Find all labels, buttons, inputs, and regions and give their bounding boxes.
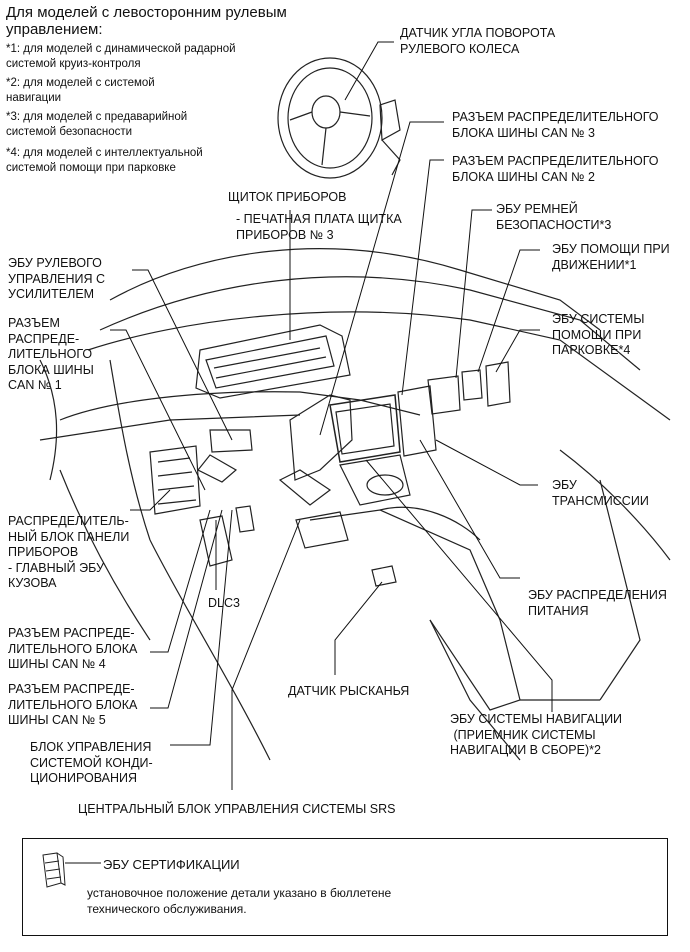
leader-can-jb1 xyxy=(110,329,206,491)
leader-ac xyxy=(170,509,233,746)
diagram-header-title: Для моделей с левосторонним рулевым упра… xyxy=(6,4,287,38)
leader-can-jb5 xyxy=(150,509,223,709)
leader-yaw xyxy=(334,581,383,675)
certification-ecu-note: установочное положение детали указано в … xyxy=(87,886,392,916)
footnote-4: *4: для моделей с интеллектуальной систе… xyxy=(6,147,203,174)
leader-transmission xyxy=(435,439,538,486)
label-parking-assist-ecu: ЭБУ СИСТЕМЫ ПОМОЩИ ПРИ ПАРКОВКЕ*4 xyxy=(552,312,645,357)
leader-can-jb3 xyxy=(319,121,444,436)
label-can-junction-4: РАЗЪЕМ РАСПРЕДЕ- ЛИТЕЛЬНОГО БЛОКА ШИНЫ C… xyxy=(8,626,138,671)
label-instrument-panel-jb: РАСПРЕДЕЛИТЕЛЬ- НЫЙ БЛОК ПАНЕЛИ ПРИБОРОВ… xyxy=(8,514,130,590)
label-dlc3: DLC3 xyxy=(208,596,240,610)
footnote-2: *2: для моделей с системой навигации xyxy=(6,77,155,104)
leader-seatbelt xyxy=(455,209,492,379)
label-can-junction-5: РАЗЪЕМ РАСПРЕДЕ- ЛИТЕЛЬНОГО БЛОКА ШИНЫ C… xyxy=(8,682,138,727)
label-navigation-ecu: ЭБУ СИСТЕМЫ НАВИГАЦИИ (ПРИЕМНИК СИСТЕМЫ … xyxy=(450,712,623,757)
label-seatbelt-ecu: ЭБУ РЕМНЕЙ БЕЗОПАСНОСТИ*3 xyxy=(496,202,612,232)
leader-can-jb4 xyxy=(150,509,211,653)
label-power-steering-ecu: ЭБУ РУЛЕВОГО УПРАВЛЕНИЯ С УСИЛИТЕЛЕМ xyxy=(8,256,106,301)
label-steering-angle-sensor: ДАТЧИК УГЛА ПОВОРОТА РУЛЕВОГО КОЛЕСА xyxy=(400,26,556,56)
label-yaw-rate-sensor: ДАТЧИК РЫСКАНЬЯ xyxy=(288,684,410,698)
steering-wheel-inset xyxy=(277,57,401,179)
leader-steering-angle xyxy=(344,41,394,101)
label-power-distribution-ecu: ЭБУ РАСПРЕДЕЛЕНИЯ ПИТАНИЯ xyxy=(528,588,667,618)
leader-navigation xyxy=(365,459,553,712)
leader-driving-support xyxy=(477,249,540,373)
leader-can-jb2 xyxy=(401,159,444,396)
footnote-1: *1: для моделей с динамической радарной … xyxy=(6,43,236,70)
label-can-junction-1: РАЗЪЕМ РАСПРЕДЕ- ЛИТЕЛЬНОГО БЛОКА ШИНЫ C… xyxy=(8,316,94,392)
footnote-3: *3: для моделей с предаварийной системой… xyxy=(6,111,188,138)
label-can-junction-2: РАЗЪЕМ РАСПРЕДЕЛИТЕЛЬНОГО БЛОКА ШИНЫ CAN… xyxy=(452,154,659,184)
certification-ecu-title: ЭБУ СЕРТИФИКАЦИИ xyxy=(103,857,240,872)
label-transmission-ecu: ЭБУ ТРАНСМИССИИ xyxy=(552,478,649,508)
leader-power-dist xyxy=(419,439,520,579)
label-ac-control: БЛОК УПРАВЛЕНИЯ СИСТЕМОЙ КОНДИ- ЦИОНИРОВ… xyxy=(30,740,153,785)
certification-ecu-box: ЭБУ СЕРТИФИКАЦИИ установочное положение … xyxy=(22,838,668,936)
label-combination-meter: ЩИТОК ПРИБОРОВ xyxy=(228,190,347,204)
label-meter-pcb: - ПЕЧАТНАЯ ПЛАТА ЩИТКА ПРИБОРОВ № 3 xyxy=(236,212,402,242)
leader-parking xyxy=(495,329,540,373)
label-driving-support-ecu: ЭБУ ПОМОЩИ ПРИ ДВИЖЕНИИ*1 xyxy=(552,242,670,272)
leader-ip-jb xyxy=(130,489,171,511)
leader-srs xyxy=(231,519,301,790)
label-can-junction-3: РАЗЪЕМ РАСПРЕДЕЛИТЕЛЬНОГО БЛОКА ШИНЫ CAN… xyxy=(452,110,659,140)
certification-ecu-icon xyxy=(42,852,66,888)
leader-power-steering xyxy=(132,269,233,441)
label-srs-center: ЦЕНТРАЛЬНЫЙ БЛОК УПРАВЛЕНИЯ СИСТЕМЫ SRS xyxy=(78,802,396,816)
certification-leader-line xyxy=(65,862,101,864)
